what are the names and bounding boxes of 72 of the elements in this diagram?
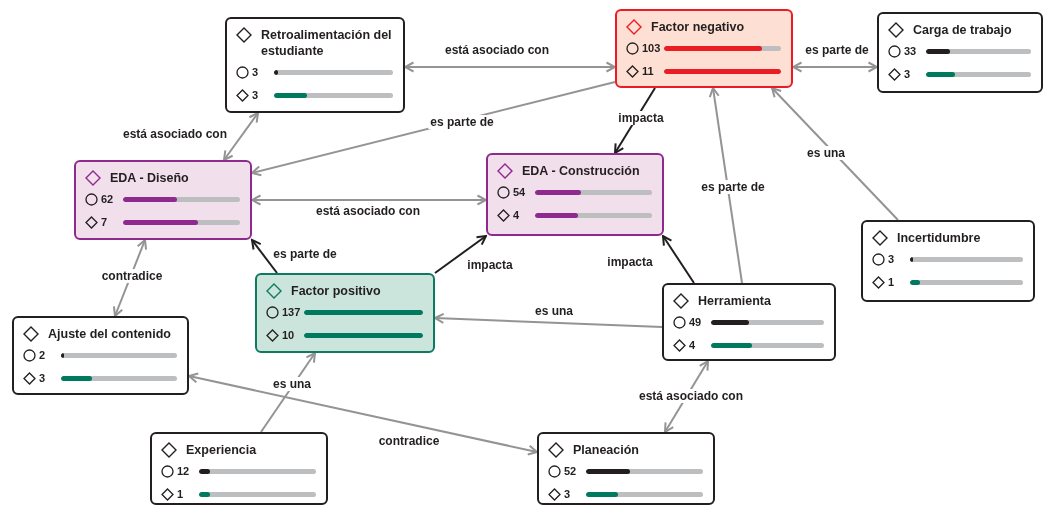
concept-card bbox=[74, 160, 252, 240]
count-label: 3 bbox=[252, 66, 260, 78]
arrow bbox=[664, 360, 709, 433]
edge-label: es parte de bbox=[803, 43, 871, 57]
concept-card bbox=[12, 316, 189, 395]
edge-label: está asociado con bbox=[637, 389, 745, 403]
edge-label: es una bbox=[805, 146, 847, 160]
concept-title: EDA - Construcción bbox=[522, 163, 640, 179]
concept-card bbox=[861, 220, 1035, 302]
concept-title: Carga de trabajo bbox=[913, 22, 1012, 38]
arrow bbox=[112, 239, 148, 317]
count-label: 49 bbox=[689, 316, 703, 328]
edge-label: está asociado con bbox=[314, 204, 422, 218]
arrow bbox=[188, 372, 538, 456]
concept-title: Retroalimentación del estudiante bbox=[261, 27, 393, 59]
concept-title: Planeación bbox=[573, 442, 639, 458]
edge-label: está asociado con bbox=[121, 127, 229, 141]
edge-label: impacta bbox=[465, 258, 515, 272]
edge-label: contradice bbox=[99, 269, 165, 283]
arrow bbox=[251, 194, 487, 206]
count-label: 33 bbox=[904, 45, 918, 57]
concept-card bbox=[225, 17, 405, 113]
arrow bbox=[251, 239, 278, 274]
count-label: 52 bbox=[564, 465, 578, 477]
edge-label: impacta bbox=[605, 255, 655, 269]
concept-title: Experiencia bbox=[186, 442, 257, 458]
concept-card bbox=[877, 12, 1043, 93]
concept-title: Herramienta bbox=[698, 293, 771, 309]
count-label: 7 bbox=[101, 216, 109, 228]
concept-card bbox=[150, 432, 328, 505]
count-label: 4 bbox=[689, 339, 697, 351]
count-label: 3 bbox=[888, 253, 896, 265]
concept-card bbox=[255, 273, 435, 353]
edge-label: contradice bbox=[376, 434, 442, 448]
edge-label: impacta bbox=[616, 111, 666, 125]
count-label: 4 bbox=[513, 209, 521, 221]
edge-label: es parte de bbox=[271, 247, 339, 261]
arrow bbox=[434, 312, 663, 328]
concept-title: Factor negativo bbox=[651, 19, 745, 35]
count-label: 1 bbox=[177, 488, 185, 500]
count-label: 2 bbox=[39, 349, 47, 361]
count-label: 103 bbox=[642, 42, 662, 54]
arrow bbox=[223, 112, 259, 161]
arrow bbox=[708, 87, 743, 284]
count-label: 54 bbox=[513, 186, 527, 198]
concept-card bbox=[615, 9, 793, 88]
count-label: 3 bbox=[904, 68, 912, 80]
arrow bbox=[434, 235, 487, 274]
concept-title: EDA - Diseño bbox=[110, 170, 189, 186]
edge-label: es parte de bbox=[699, 180, 767, 194]
count-label: 3 bbox=[252, 89, 260, 101]
edge-label: está asociado con bbox=[443, 43, 551, 57]
count-label: 1 bbox=[888, 276, 896, 288]
concept-card bbox=[662, 283, 836, 361]
arrow bbox=[792, 61, 878, 73]
concept-title: Factor positivo bbox=[291, 283, 381, 299]
edge-label: es una bbox=[271, 377, 313, 391]
count-label: 62 bbox=[101, 193, 115, 205]
arrow bbox=[404, 61, 616, 73]
edge-label: es parte de bbox=[428, 115, 496, 129]
count-label: 3 bbox=[564, 488, 572, 500]
count-label: 12 bbox=[177, 465, 191, 477]
arrow bbox=[662, 235, 695, 284]
count-label: 11 bbox=[642, 65, 655, 77]
concept-title: Incertidumbre bbox=[897, 230, 981, 246]
count-label: 137 bbox=[282, 306, 302, 318]
arrow bbox=[771, 87, 899, 221]
count-label: 3 bbox=[39, 372, 47, 384]
concept-card bbox=[537, 432, 715, 505]
count-label: 10 bbox=[282, 329, 296, 341]
concept-card bbox=[486, 153, 664, 236]
concept-title: Ajuste del contenido bbox=[48, 326, 171, 342]
